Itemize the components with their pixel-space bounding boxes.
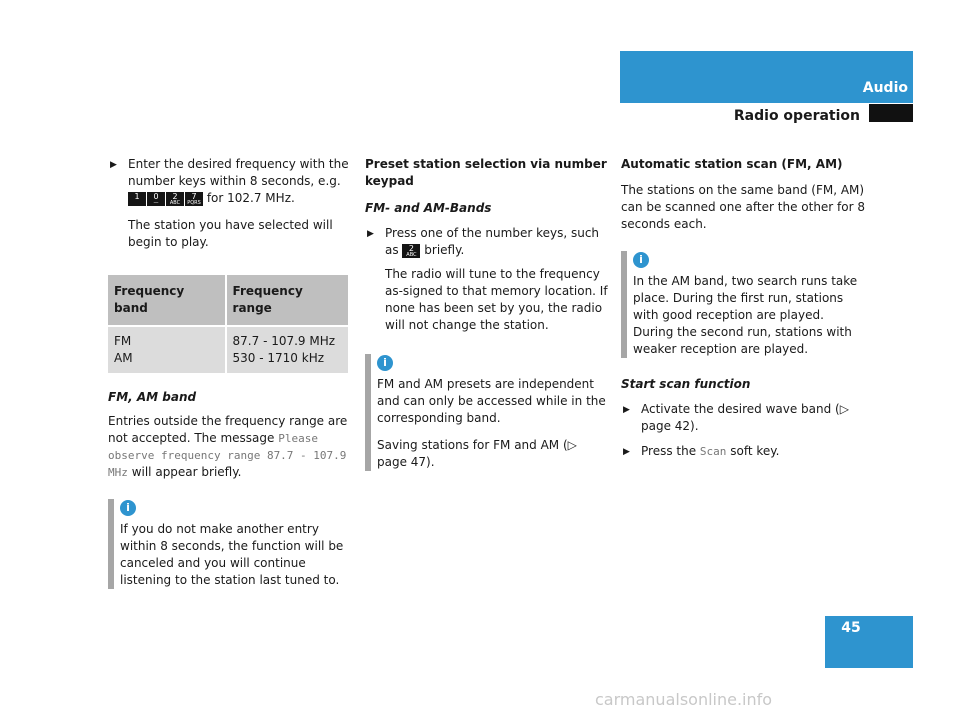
step-activate-band: ▶ Activate the desired wave band (▷ page… bbox=[623, 402, 849, 433]
section-title: Radio operation bbox=[733, 108, 860, 124]
triangle-right-icon: ▶ bbox=[110, 160, 117, 170]
key-1-icon: 1 bbox=[128, 191, 146, 206]
step-result: The station you have selected will begin… bbox=[128, 218, 333, 249]
step-press-key: ▶ Press one of the number keys, such as … bbox=[367, 226, 600, 258]
info-icon: i bbox=[120, 500, 136, 516]
fm-am-band-text: Entries outside the frequency range are … bbox=[108, 414, 348, 479]
header-marker bbox=[869, 104, 913, 122]
info-icon: i bbox=[377, 355, 393, 371]
table-header-band: Frequency band bbox=[108, 275, 226, 326]
step-result: The radio will tune to the frequency as-… bbox=[385, 267, 608, 332]
scan-intro: The stations on the same band (FM, AM) c… bbox=[621, 183, 866, 231]
watermark: carmanualsonline.info bbox=[595, 690, 773, 709]
triangle-right-icon: ▶ bbox=[623, 447, 630, 457]
preset-heading: Preset station selection via number keyp… bbox=[365, 157, 607, 188]
bands-subheading: FM- and AM-Bands bbox=[365, 201, 492, 215]
step-press-scan: ▶ Press the Scan soft key. bbox=[621, 443, 865, 460]
column-2: Preset station selection via number keyp… bbox=[365, 156, 609, 471]
info-note: i FM and AM presets are independent and … bbox=[365, 354, 609, 471]
header-band bbox=[620, 51, 913, 103]
table-header-range: Frequency range bbox=[224, 275, 348, 326]
display-message: Please observe frequency range 87.7 - 10… bbox=[108, 432, 347, 479]
page-number: 45 bbox=[841, 620, 861, 636]
info-note: i If you do not make another entry withi… bbox=[108, 499, 352, 589]
page-number-band bbox=[825, 616, 913, 668]
column-3: Automatic station scan (FM, AM) The stat… bbox=[621, 156, 865, 460]
scan-heading: Automatic station scan (FM, AM) bbox=[621, 157, 843, 171]
triangle-right-icon: ▶ bbox=[367, 229, 374, 239]
start-scan-subheading: Start scan function bbox=[621, 377, 751, 391]
triangle-right-icon: ▶ bbox=[623, 405, 630, 415]
scan-softkey-label: Scan bbox=[699, 445, 727, 458]
chapter-title: Audio bbox=[862, 80, 908, 96]
step-enter-frequency: ▶ Enter the desired frequency with the n… bbox=[110, 157, 349, 206]
fm-am-band-heading: FM, AM band bbox=[108, 390, 197, 404]
info-icon: i bbox=[633, 252, 649, 268]
column-1: ▶ Enter the desired frequency with the n… bbox=[108, 156, 352, 589]
info-note: i In the AM band, two search runs take p… bbox=[621, 251, 865, 358]
key-0-icon: 0— bbox=[147, 191, 165, 206]
